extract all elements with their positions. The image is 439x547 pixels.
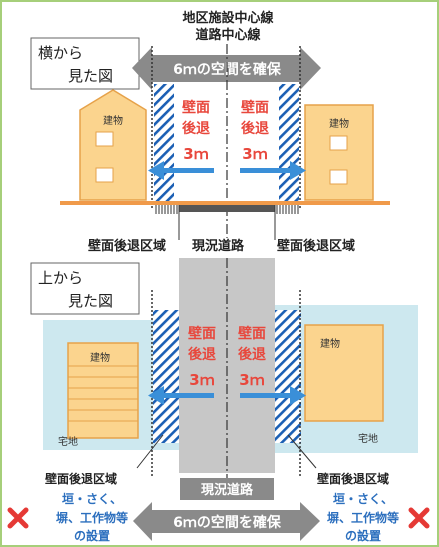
plan-view-label-1: 上から: [38, 269, 83, 287]
road-label-box-plan: [180, 478, 274, 500]
roof-stripes: [68, 365, 138, 422]
centerline-label-2: 道路中心線: [195, 27, 261, 43]
zone-label-left-plan: 壁面後退区域: [45, 471, 117, 486]
plan-view-label-box: [30, 262, 140, 315]
setback-text: 後退: [182, 120, 210, 137]
zone-label-right-plan: 壁面後退区域: [317, 471, 389, 486]
space-label-bottom: 6ｍの空間を確保: [173, 514, 282, 531]
ground-line: [60, 201, 390, 205]
leader-line: [287, 434, 317, 469]
setback-text: 壁面: [188, 325, 216, 342]
side-view-label-1: 横から: [38, 44, 83, 62]
prohibited-note-right: 垣・さく、: [333, 491, 393, 506]
cross-icon: [7, 507, 29, 529]
lot-right-label: 宅地: [358, 432, 378, 445]
plan-view-label-2: 見た図: [68, 292, 113, 310]
blue-arrows-plan: [148, 386, 306, 405]
prohibited-note-left: の設置: [74, 528, 110, 543]
setback-zone-right-plan: [275, 310, 301, 443]
window: [329, 169, 348, 185]
road-label-side: 現況道路: [192, 238, 245, 254]
window: [95, 131, 114, 147]
road-label-plan: 現況道路: [201, 482, 254, 498]
space-arrow-bottom: [133, 502, 320, 541]
setback-text: 3ｍ: [189, 371, 214, 389]
building-right-plan: [304, 324, 384, 422]
setback-text: 3ｍ: [242, 145, 267, 163]
prohibited-note-right: の設置: [345, 528, 381, 543]
lot-left-label: 宅地: [58, 435, 78, 448]
cross-icon: [408, 507, 430, 529]
centerline-label-1: 地区施設中心線: [182, 10, 274, 26]
window: [329, 135, 348, 151]
setback-text: 後退: [188, 346, 216, 363]
building-left-label: 建物: [103, 114, 123, 127]
building-left-plan-label: 建物: [90, 351, 110, 364]
road-plan: [179, 258, 275, 473]
setback-text: 後退: [238, 346, 266, 363]
prohibited-note-left: 塀、工作物等: [56, 510, 128, 525]
zone-label-right-side: 壁面後退区域: [277, 238, 355, 254]
blue-arrows-side: [148, 161, 306, 180]
side-view: 地区施設中心線 道路中心線 横から 見た図 建物 建物 6ｍの空間を確保 壁面 …: [30, 10, 390, 254]
setback-text: 3ｍ: [239, 371, 264, 389]
plan-view: 建物 建物 宅地 宅地 上から 見た図 壁面 後退 3ｍ 壁面 後退 3ｍ: [7, 258, 430, 543]
setback-text: 3ｍ: [183, 145, 208, 163]
setback-ticks: [155, 205, 299, 214]
window: [95, 167, 114, 183]
setback-zone-left-side: [154, 84, 174, 202]
prohibited-note-right: 塀、工作物等: [327, 510, 399, 525]
setback-zone-left-plan: [153, 310, 179, 443]
prohibited-note-left: 垣・さく、: [62, 491, 122, 506]
building-right-plan-label: 建物: [320, 337, 340, 350]
side-view-label-2: 見た図: [68, 67, 113, 85]
road-surface-side: [179, 205, 275, 212]
setback-zone-right-side: [279, 84, 299, 202]
setback-text: 後退: [241, 120, 269, 137]
leader-line: [136, 434, 164, 469]
zone-label-left-side: 壁面後退区域: [88, 238, 166, 254]
setback-text: 壁面: [241, 99, 269, 116]
setback-text: 壁面: [238, 325, 266, 342]
setback-text: 壁面: [182, 99, 210, 116]
building-left-plan: [67, 342, 139, 439]
building-right-label: 建物: [329, 117, 349, 130]
